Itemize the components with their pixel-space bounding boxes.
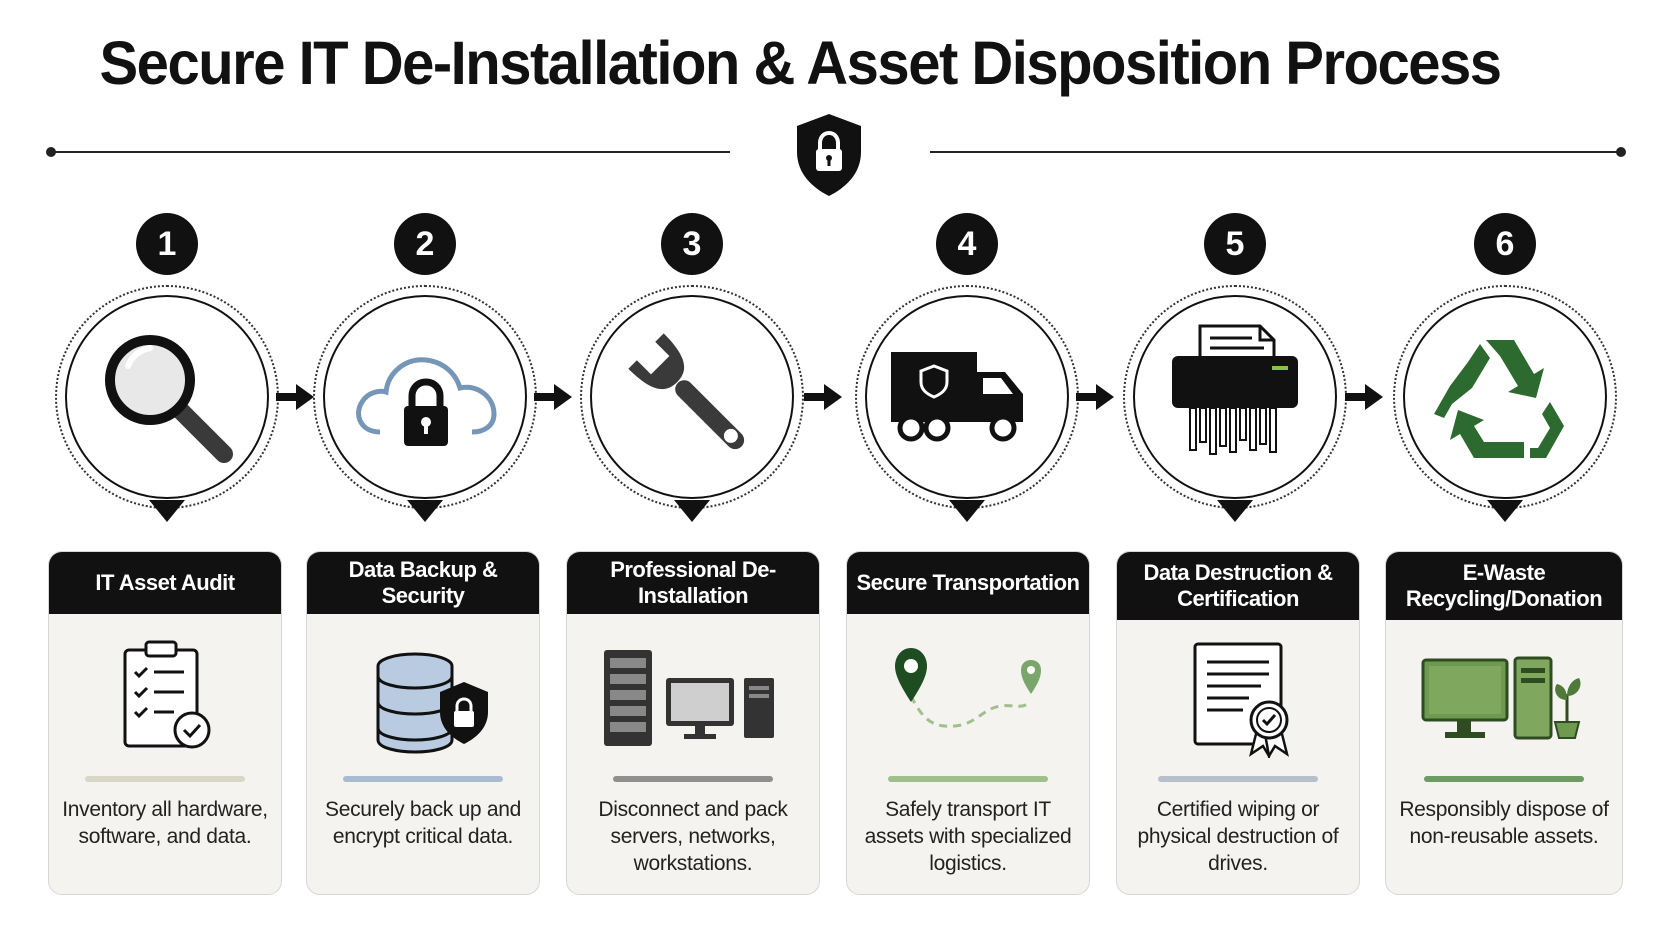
clipboard-checklist-icon [123, 640, 211, 749]
step-title: E-Waste Recycling/Donation [1386, 552, 1622, 620]
step-title: IT Asset Audit [49, 552, 281, 614]
shield-lock-icon [797, 114, 861, 196]
arrow-right-icon [804, 384, 842, 410]
accent-bar [1158, 776, 1318, 782]
accent-bar [343, 776, 503, 782]
step-card: Professional De-Installation Disconnect … [566, 551, 820, 895]
accent-bar [1424, 776, 1584, 782]
step-number-badge: 6 [1474, 213, 1536, 275]
step-pointer [1217, 500, 1253, 522]
accent-bar [613, 776, 773, 782]
icon-circle [323, 295, 527, 499]
arrow-right-icon [1076, 384, 1114, 410]
header-rule-left [50, 151, 730, 153]
wrench-icon [628, 333, 745, 450]
arrow-right-icon [276, 384, 314, 410]
step-number-badge: 3 [661, 213, 723, 275]
step-number-badge: 4 [936, 213, 998, 275]
header-rule-right [930, 151, 1620, 153]
step-description: Certified wiping or physical destruction… [1137, 798, 1339, 875]
recycle-icon [1434, 340, 1564, 458]
step-title: Data Backup & Security [307, 552, 539, 614]
step-number-badge: 2 [394, 213, 456, 275]
step-card: E-Waste Recycling/Donation Responsibly d… [1385, 551, 1623, 895]
step-card: Data Backup & Security Securely back up … [306, 551, 540, 895]
step-card: Data Destruction & Certification Certifi… [1116, 551, 1360, 895]
step-number-badge: 1 [136, 213, 198, 275]
computer-plant-icon [1421, 656, 1581, 740]
accent-bar [888, 776, 1048, 782]
rule-endpoint-right [1616, 147, 1626, 157]
step-number-badge: 5 [1204, 213, 1266, 275]
paper-shredder-icon [1172, 324, 1298, 455]
arrow-right-icon [534, 384, 572, 410]
database-shield-icon [376, 652, 488, 754]
step-description: Inventory all hardware, software, and da… [62, 798, 268, 848]
icon-circle [1403, 295, 1607, 499]
step-title: Data Destruction & Certification [1117, 552, 1359, 620]
step-description: Disconnect and pack servers, networks, w… [598, 798, 788, 875]
step-description: Safely transport IT assets with speciali… [864, 798, 1072, 875]
arrow-right-icon [1345, 384, 1383, 410]
step-pointer [407, 500, 443, 522]
step-title: Secure Transportation [847, 552, 1089, 614]
server-computer-icon [604, 650, 774, 746]
secure-truck-icon [891, 352, 1023, 442]
step-title: Professional De-Installation [567, 552, 819, 614]
certificate-icon [1193, 642, 1289, 758]
step-pointer [1487, 500, 1523, 522]
step-description: Responsibly dispose of non-reusable asse… [1399, 798, 1609, 848]
route-pins-icon [895, 648, 1041, 728]
page-title: Secure IT De-Installation & Asset Dispos… [99, 29, 1502, 98]
step-pointer [674, 500, 710, 522]
accent-bar [85, 776, 245, 782]
magnifying-glass-icon [105, 335, 233, 463]
cloud-lock-icon [356, 357, 497, 446]
step-card: IT Asset Audit Inventory all hardware, s… [48, 551, 282, 895]
step-pointer [949, 500, 985, 522]
step-description: Securely back up and encrypt critical da… [325, 798, 521, 848]
step-pointer [149, 500, 185, 522]
step-card: Secure Transportation Safely transport I… [846, 551, 1090, 895]
